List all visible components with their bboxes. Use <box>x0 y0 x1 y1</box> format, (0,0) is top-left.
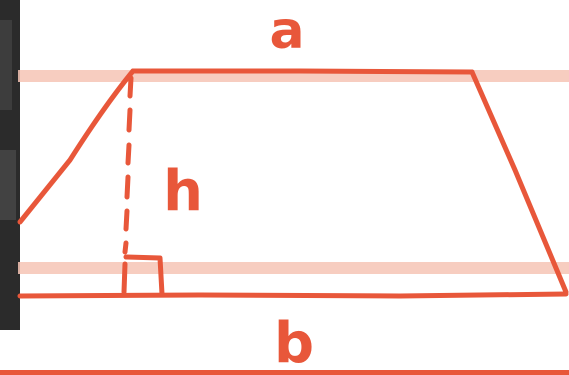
trapezoid-outline <box>17 68 569 299</box>
bottom-edge-stroke <box>0 370 569 375</box>
guide-line-bottom <box>18 262 569 274</box>
photo-edge-shadow <box>0 150 16 220</box>
left-leg-line <box>17 68 136 225</box>
bottom-base-line <box>17 291 569 299</box>
right-angle-marker <box>123 254 165 297</box>
right-leg-line <box>469 69 569 295</box>
label-top-base: a <box>269 1 304 61</box>
photo-edge-highlight <box>0 20 12 110</box>
top-base-line <box>130 68 475 75</box>
height-dashed-line <box>121 75 134 295</box>
label-bottom-base: b <box>274 311 314 375</box>
label-height: h <box>163 159 203 224</box>
